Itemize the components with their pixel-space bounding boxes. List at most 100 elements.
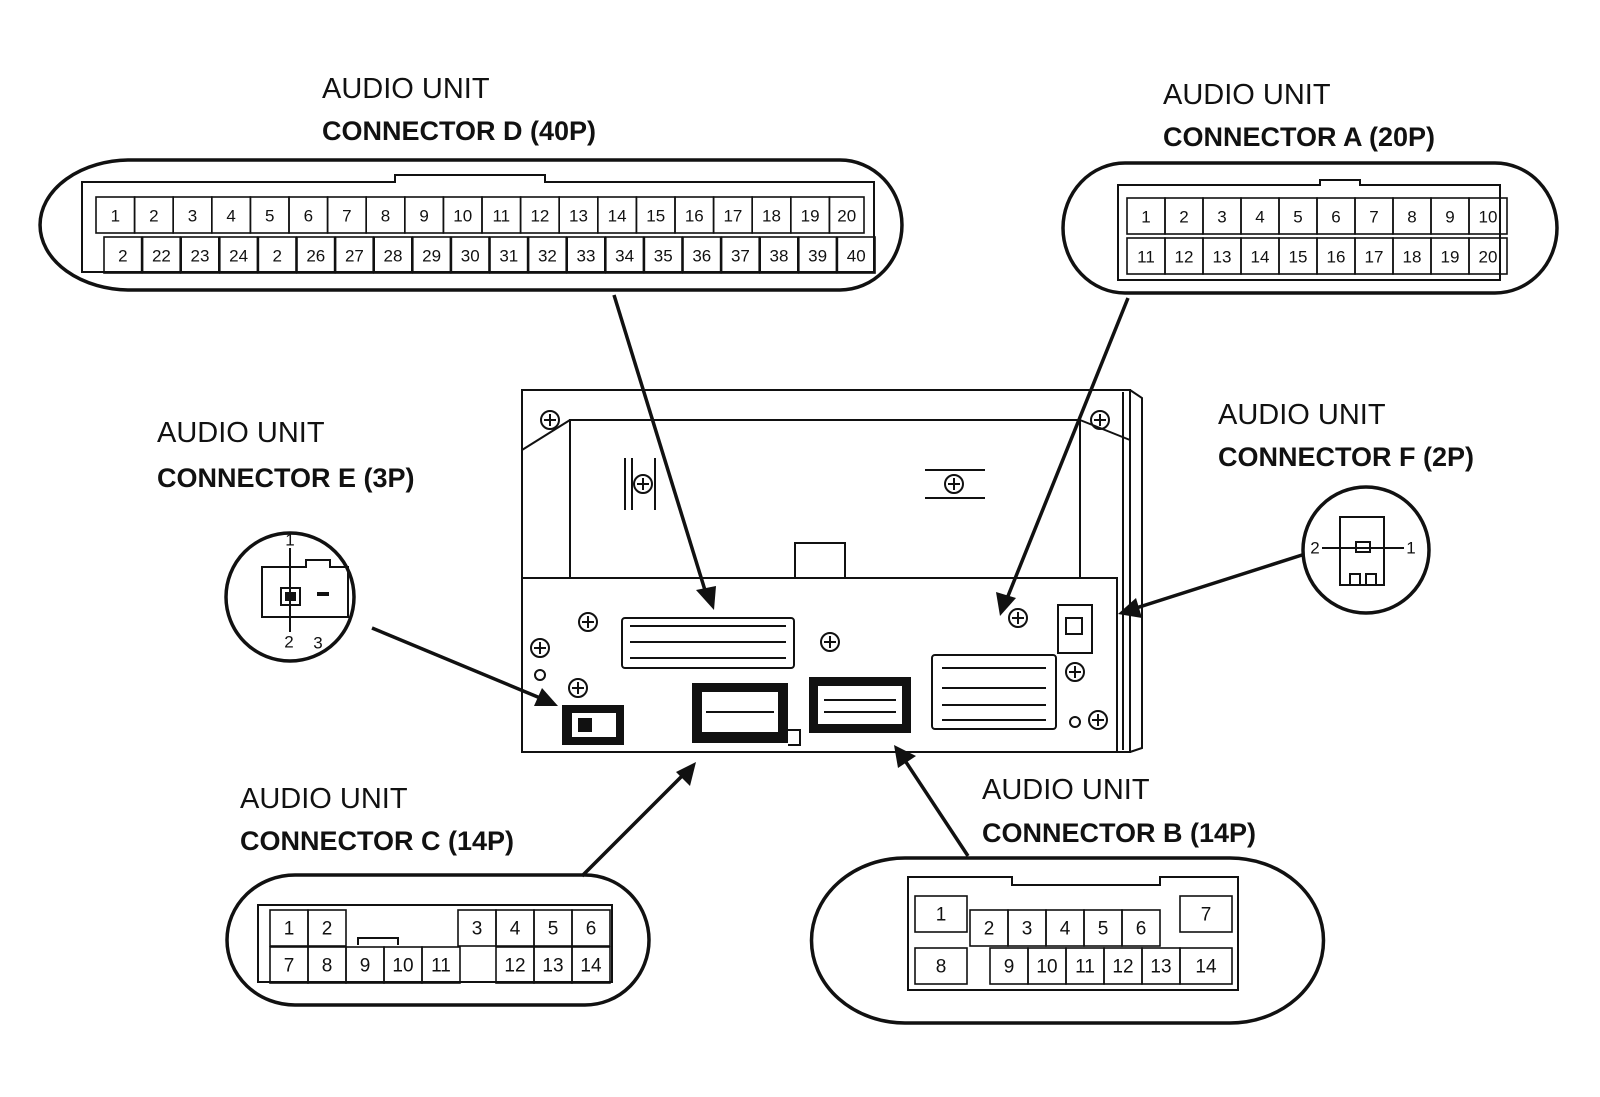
connector-a-pin-number: 1	[1141, 208, 1150, 227]
connector-d-pin-number: 19	[801, 207, 820, 226]
connector-d-pin-number: 22	[152, 247, 171, 266]
connector-d-pin-cell	[643, 236, 683, 274]
connector-e-pin-1: 1	[285, 531, 294, 550]
connector-b-title-line1: AUDIO UNIT	[982, 774, 1150, 806]
screw-icon	[1090, 410, 1110, 430]
connector-a-title-line2: CONNECTOR A (20P)	[1163, 122, 1435, 152]
connector-d-pin-cell	[759, 236, 799, 274]
connector-f-foot-left	[1349, 573, 1361, 586]
connector-b-pin-number: 9	[1004, 957, 1015, 978]
connector-e-housing	[261, 559, 349, 618]
hole-icon	[534, 669, 546, 681]
connector-b-pin-number: 12	[1112, 957, 1133, 978]
connector-f-group: AUDIO UNIT CONNECTOR F (2P) 2 1	[1218, 399, 1474, 615]
connector-a-pin-number: 20	[1479, 248, 1498, 267]
connector-a-pin-number: 19	[1441, 248, 1460, 267]
arrow-head-e	[534, 688, 558, 706]
connector-d-pin-number: 28	[384, 247, 403, 266]
connector-d-pin-cell	[720, 236, 760, 274]
connector-c-pin-number: 9	[360, 956, 371, 977]
connector-d-pin-number: 34	[615, 247, 634, 266]
socket-f	[1057, 604, 1093, 654]
screw-icon	[578, 612, 598, 632]
connector-d-pin-cell	[257, 236, 297, 274]
connector-d-pin-number: 15	[646, 207, 665, 226]
connector-d-pin-cell	[836, 236, 876, 274]
connector-d-pin-number: 12	[530, 207, 549, 226]
screw-icon	[944, 474, 964, 494]
audio-unit-side-edge	[1129, 389, 1143, 753]
connector-f-housing	[1339, 516, 1385, 586]
connector-c-pin-number: 14	[580, 956, 602, 977]
connector-a-pin-number: 8	[1407, 208, 1416, 227]
connector-d-pin-number: 2	[118, 247, 127, 266]
connector-c-pin-number: 13	[542, 956, 563, 977]
connector-d-pin-number: 5	[265, 207, 274, 226]
connector-e-title-line1: AUDIO UNIT	[157, 417, 325, 449]
socket-a-slots	[942, 667, 1046, 721]
connector-b-pin-number: 13	[1150, 957, 1171, 978]
connector-a-pin-number: 7	[1369, 208, 1378, 227]
connector-d-pin-number: 8	[381, 207, 390, 226]
connector-d-pin-number: 27	[345, 247, 364, 266]
bracket-left	[624, 458, 656, 510]
connector-e-title-line2: CONNECTOR E (3P)	[157, 463, 415, 493]
connector-d-pin-number: 24	[229, 247, 248, 266]
connector-a-title-line1: AUDIO UNIT	[1163, 79, 1331, 111]
connector-b-pin-number: 2	[984, 919, 995, 940]
connector-d-pin-number: 30	[461, 247, 480, 266]
arrow-to-socket-e	[371, 626, 546, 702]
screw-icon	[530, 638, 550, 658]
connector-b-pin-number: 1	[936, 905, 947, 926]
arrow-head-b	[894, 745, 916, 768]
connector-d-pin-number: 17	[723, 207, 742, 226]
connector-a-pin-number: 14	[1251, 248, 1270, 267]
connector-d-pin-number: 31	[499, 247, 518, 266]
connector-d-pin-number: 38	[770, 247, 789, 266]
connector-d-pin-number: 32	[538, 247, 557, 266]
connector-c-housing	[257, 904, 613, 983]
connector-d-pin-number: 18	[762, 207, 781, 226]
connector-d-callout-oval	[38, 158, 904, 292]
connector-d-pin-cell	[489, 236, 529, 274]
connector-c-pin-cell	[571, 909, 611, 947]
connector-c-key	[357, 937, 399, 945]
audio-unit-body	[521, 389, 1143, 753]
connector-d-pin-number: 35	[654, 247, 673, 266]
arrow-to-socket-a	[1002, 297, 1130, 607]
arrow-to-socket-d	[612, 294, 710, 601]
connector-a-pin-number: 10	[1479, 208, 1498, 227]
connector-d-pin-cell	[334, 236, 375, 274]
connector-b-pin-number: 3	[1022, 919, 1033, 940]
connector-c-pin-number: 12	[504, 956, 525, 977]
connector-f-title-line2: CONNECTOR F (2P)	[1218, 442, 1474, 472]
connector-d-pin-cell	[797, 236, 838, 274]
connector-d-pin-number: 1	[111, 207, 120, 226]
connector-a-pin-number: 2	[1179, 208, 1188, 227]
connector-c-pin-number: 5	[548, 919, 559, 940]
socket-c-detail	[706, 711, 801, 746]
connector-b-pin-number: 7	[1201, 905, 1212, 926]
connector-d-pin-number: 39	[808, 247, 827, 266]
connector-a-pin-number: 13	[1213, 248, 1232, 267]
connector-c-title-line2: CONNECTOR C (14P)	[240, 826, 514, 856]
connector-c-pin-number: 10	[392, 956, 413, 977]
connector-f-pin-1: 1	[1406, 539, 1415, 558]
connector-e-pin-3: 3	[313, 634, 322, 653]
connector-f-foot-right	[1365, 573, 1377, 586]
audio-unit-cover-edge-left	[521, 419, 571, 451]
connector-b-pin-number: 10	[1036, 957, 1057, 978]
connector-c-pin-number: 11	[431, 956, 451, 977]
connector-d-pin-number: 13	[569, 207, 588, 226]
socket-d	[621, 617, 795, 669]
connector-d-pin-number: 3	[188, 207, 197, 226]
connector-d-pin-number: 6	[304, 207, 313, 226]
connector-d-housing	[81, 174, 875, 273]
connector-b-pin-number: 6	[1136, 919, 1147, 940]
audio-unit-center-tab	[794, 542, 846, 579]
connector-d-pin-number: 36	[692, 247, 711, 266]
